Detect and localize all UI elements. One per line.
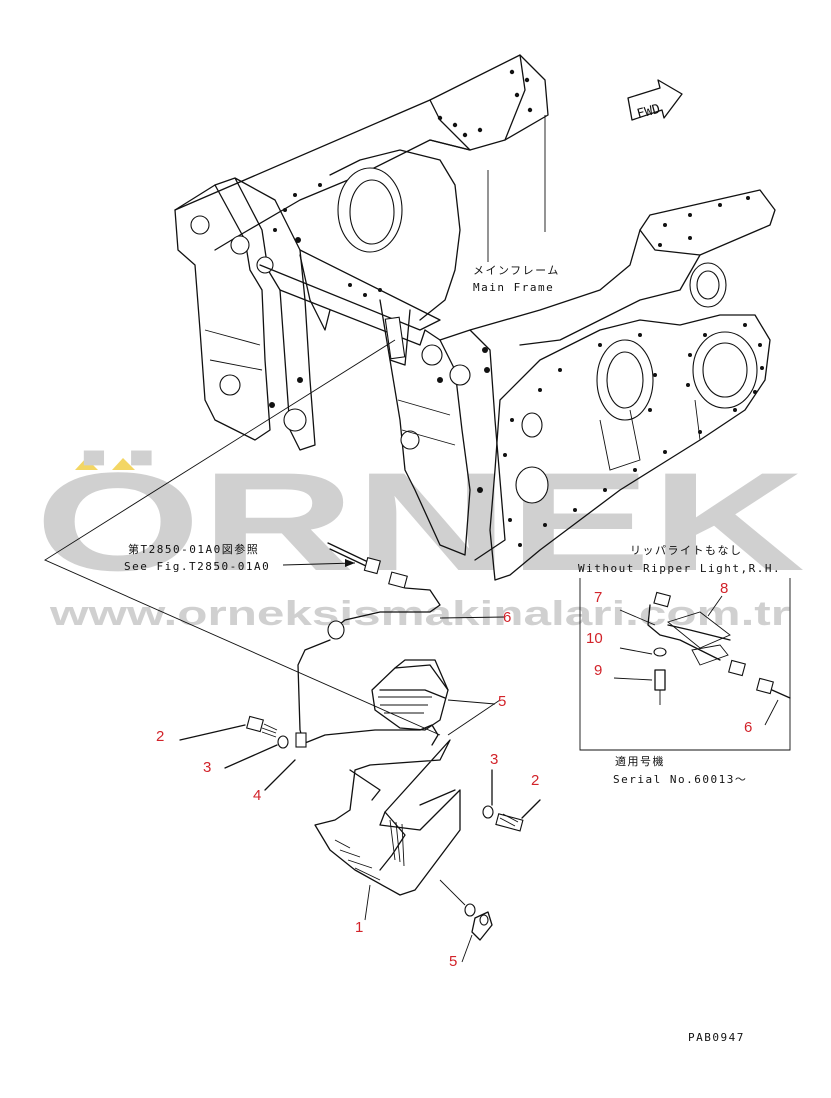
callout-4: 4 [253, 787, 261, 804]
inset-callout-6: 6 [744, 719, 752, 736]
inset-callout-8: 8 [720, 580, 728, 597]
watermark-accent-left [75, 458, 98, 470]
lamp-assembly [371, 659, 496, 731]
inset-callout-7: 7 [594, 589, 602, 606]
callout-1: 1 [355, 919, 363, 936]
washer-right [482, 769, 494, 819]
reference-note: 第T2850-01A0図参照 See Fig.T2850-01A0 [124, 542, 381, 575]
main-frame-label-jp: メインフレーム [473, 264, 560, 277]
main-frame-label: メインフレーム Main Frame [473, 115, 560, 294]
forward-arrow-icon: FWD [627, 79, 683, 123]
drawing-code: PAB0947 [688, 1031, 745, 1044]
projection-lines [44, 339, 441, 736]
main-frame-label-en: Main Frame [473, 281, 554, 294]
bolt-right [495, 799, 541, 832]
watermark-brand: ÖRNEK [35, 443, 805, 600]
callout-6-harness: 6 [503, 609, 511, 626]
inset-title-jp: リッパライトもなし [630, 544, 743, 557]
washer-left [224, 735, 289, 769]
callout-5-lamp: 5 [498, 693, 506, 710]
see-fig-label-en: See Fig.T2850-01A0 [124, 560, 270, 573]
watermark: ÖRNEK www.orneksismakinalari.com.tr [35, 443, 805, 633]
connector-plug [363, 556, 381, 575]
applicable-serial-jp: 適用号機 [615, 754, 665, 768]
bolt-bottom [461, 903, 493, 963]
inset-without-ripper-light: リッパライトもなし Without Ripper Light,R.H. 7 8 … [578, 544, 791, 786]
guard-bracket [314, 739, 466, 921]
callout-3-left: 3 [203, 759, 211, 776]
callout-2-right: 2 [531, 772, 539, 789]
callout-2-left: 2 [156, 728, 164, 745]
main-frame [174, 54, 776, 581]
callout-numbers: 1 2 3 4 5 6 2 3 5 [156, 609, 539, 970]
frame-bolt-holes [269, 69, 764, 547]
inset-callout-10: 10 [586, 630, 603, 647]
bolt-left [179, 715, 278, 741]
clip-part-4 [264, 759, 296, 791]
callout-3-right: 3 [490, 751, 498, 768]
callout-5-bottom: 5 [449, 953, 457, 970]
inset-title-en: Without Ripper Light,R.H. [578, 562, 781, 575]
watermark-accent-right [112, 458, 135, 470]
see-fig-label-jp: 第T2850-01A0図参照 [128, 542, 259, 556]
applicable-serial: Serial No.60013～ [613, 773, 747, 786]
inset-callout-9: 9 [594, 662, 602, 679]
fwd-label: FWD [635, 102, 662, 123]
